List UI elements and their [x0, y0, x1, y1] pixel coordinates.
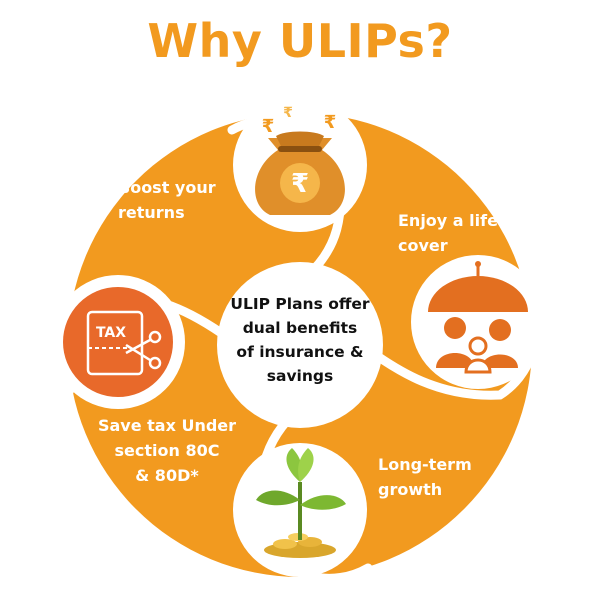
diagram-title: Why ULIPs? [147, 14, 453, 68]
svg-text:₹: ₹ [324, 112, 337, 133]
returns-label: Boost your returns [118, 178, 216, 222]
money-bag-icon: ₹ ₹ ₹ ₹ [255, 105, 345, 215]
family-umbrella-icon [428, 261, 528, 374]
center-circle [217, 262, 383, 428]
tax-label: Save tax Under section 80C & 80D* [97, 416, 237, 485]
tax-icon-text: TAX [96, 325, 126, 341]
growth-label: Long-term growth [378, 455, 472, 499]
tax-scissors-icon: TAX [63, 287, 173, 397]
svg-text:₹: ₹ [291, 169, 309, 199]
plant-coins-icon [256, 448, 346, 558]
life-cover-label: Enjoy a life cover [398, 211, 498, 255]
center-statement: ULIP Plans offer dual benefits of insura… [230, 295, 370, 385]
svg-text:₹: ₹ [283, 105, 293, 121]
svg-text:₹: ₹ [262, 116, 275, 137]
